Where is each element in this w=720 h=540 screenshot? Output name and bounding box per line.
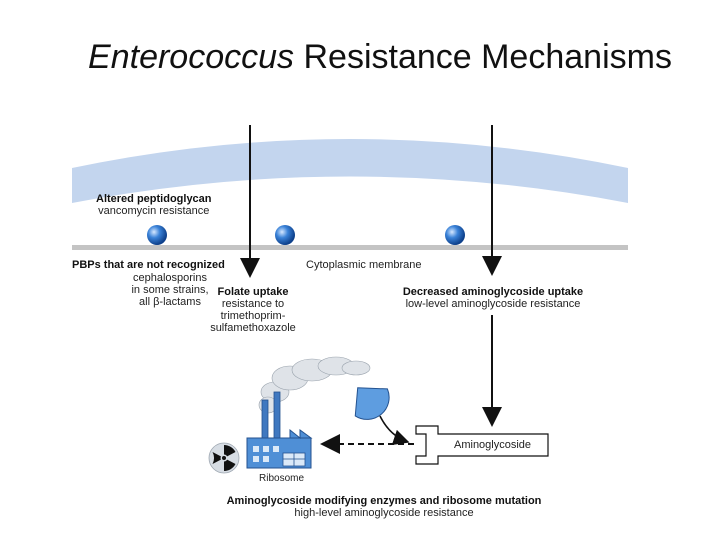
- sphere-middle: [275, 225, 295, 245]
- radiation-icon: [208, 442, 240, 474]
- ribosome-label: Ribosome: [259, 473, 305, 484]
- decreased-aminoglycoside-label: Decreased aminoglycoside uptake low-leve…: [402, 286, 584, 310]
- altered-peptidoglycan-label: Altered peptidoglycan vancomycin resista…: [96, 193, 212, 217]
- ribosome-factory: [246, 391, 313, 469]
- cytoplasmic-membrane-line: [72, 245, 628, 250]
- sphere-left: [147, 225, 167, 245]
- folate-uptake-label: Folate uptake resistance to trimethoprim…: [210, 286, 296, 334]
- sphere-right: [445, 225, 465, 245]
- curved-arrow: [379, 415, 410, 446]
- page-title: Enterococcus Resistance Mechanisms: [0, 38, 720, 77]
- pbps-details: cephalosporins in some strains, all β-la…: [131, 272, 209, 308]
- pbps-head: PBPs that are not recognized: [72, 259, 225, 271]
- enzyme-shape: [354, 387, 390, 420]
- aminoglycoside-label: Aminoglycoside: [454, 439, 532, 451]
- altered-peptidoglycan-sub: vancomycin resistance: [98, 205, 210, 217]
- altered-peptidoglycan-head: Altered peptidoglycan: [96, 193, 212, 205]
- cell-wall-band: [72, 139, 628, 203]
- title-rest: Resistance Mechanisms: [294, 38, 672, 76]
- title-italic: Enterococcus: [88, 38, 295, 76]
- cytoplasmic-membrane-label: Cytoplasmic membrane: [306, 259, 422, 271]
- modifying-enzymes-label: Aminoglycoside modifying enzymes and rib…: [226, 495, 542, 519]
- aminoglycoside-shape: [415, 425, 549, 465]
